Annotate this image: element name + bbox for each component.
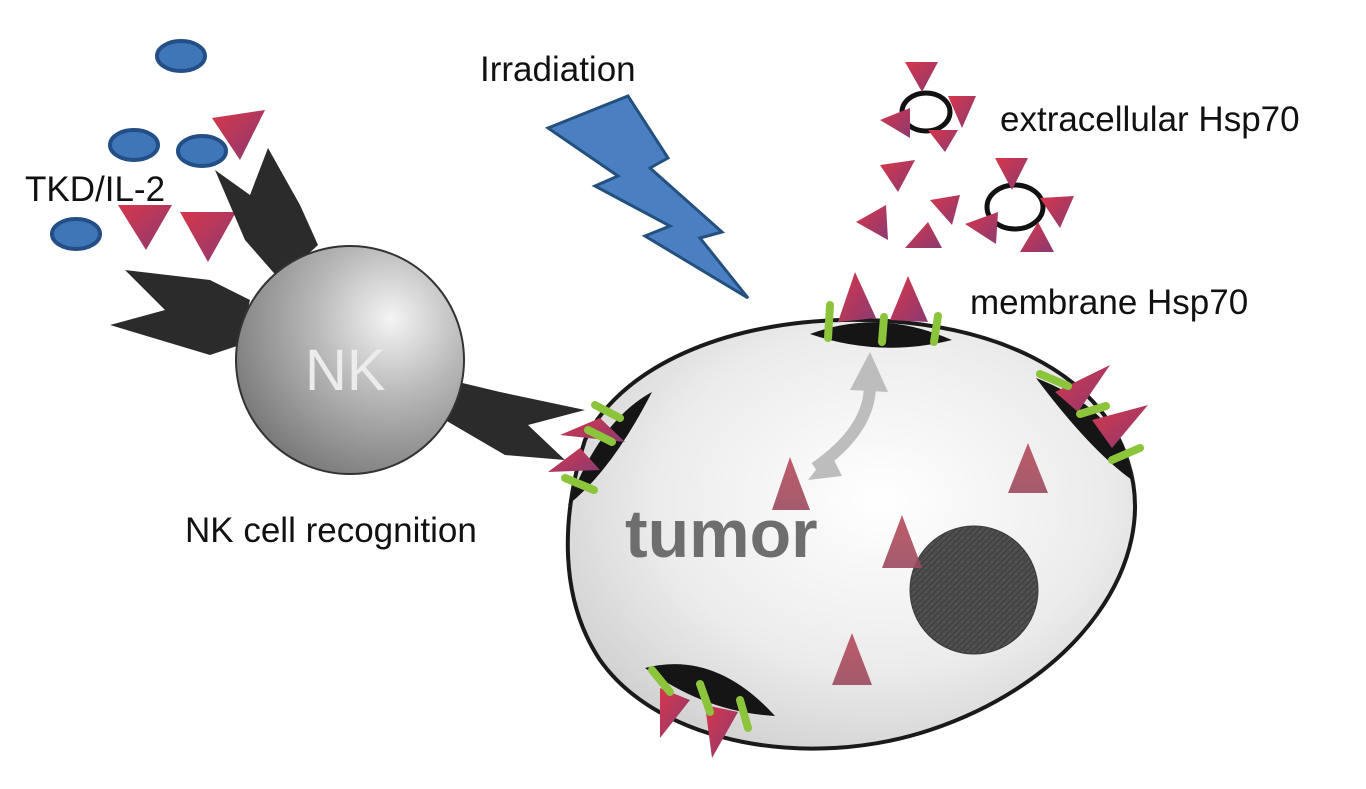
nk-receptor — [215, 148, 318, 280]
tkd-triangle — [212, 110, 265, 160]
green-marker — [591, 401, 624, 422]
extracellular-hsp70-triangle — [930, 195, 960, 225]
green-marker — [736, 696, 752, 732]
extracellular-hsp70-triangle — [948, 96, 976, 128]
membrane-hsp70-triangle — [705, 705, 738, 758]
extracellular-hsp70-triangle — [965, 212, 998, 244]
membrane-hsp70 — [548, 272, 1148, 758]
membrane-patch-right — [1036, 378, 1132, 480]
membrane-hsp70-triangle — [1092, 405, 1148, 448]
nk-cell-label: NK — [305, 338, 386, 403]
membrane-hsp70-label: membrane Hsp70 — [970, 283, 1249, 322]
extracellular-hsp70 — [856, 62, 1074, 252]
membrane-hsp70-triangle — [548, 448, 600, 472]
irradiation-label: Irradiation — [480, 50, 636, 89]
green-marker — [878, 313, 888, 346]
green-marker — [584, 426, 616, 446]
green-marker — [561, 474, 598, 494]
extracellular-hsp70-triangle — [880, 160, 915, 192]
tkd-triangle — [180, 212, 236, 262]
membrane-patch-left — [568, 392, 652, 505]
extracellular-hsp70-triangle — [856, 205, 888, 240]
extracellular-hsp70-triangle — [995, 158, 1028, 190]
tkd-triangles — [118, 110, 265, 262]
extracellular-hsp70-triangle — [880, 108, 910, 138]
tumor-nucleus — [909, 525, 1039, 655]
extracellular-hsp70-triangle — [1020, 222, 1054, 252]
tkd-il2-label: TKD/IL-2 — [25, 170, 166, 209]
intracellular-hsp70-triangle — [832, 633, 872, 685]
nk-cell-recognition-label: NK cell recognition — [185, 511, 477, 550]
extracellular-hsp70-triangle — [905, 62, 938, 92]
green-marker — [930, 312, 942, 346]
green-marker — [696, 680, 714, 716]
nk-receptors — [110, 148, 585, 460]
membrane-hsp70-triangle — [1055, 365, 1110, 412]
extracellular-hsp70-label: extracellular Hsp70 — [1000, 100, 1300, 139]
membrane-hsp70-triangle — [838, 272, 876, 322]
il2-oval — [176, 134, 228, 168]
intracellular-hsp70-triangle — [1008, 443, 1048, 493]
extracellular-hsp70-triangle — [1040, 196, 1074, 228]
extracellular-hsp70-triangle — [928, 130, 958, 152]
nk-receptor — [445, 380, 585, 460]
membrane-hsp70-triangle — [660, 688, 690, 738]
membrane-hsp70-triangle — [890, 276, 928, 322]
il2-oval — [50, 217, 102, 251]
green-markers — [561, 301, 1144, 732]
il2-oval — [108, 128, 160, 162]
hsp70-ring — [984, 182, 1046, 232]
tkd-il2-molecules — [50, 39, 228, 251]
translocation-arrow-icon — [808, 352, 888, 480]
green-marker — [1076, 402, 1110, 418]
il2-oval — [155, 39, 207, 73]
intracellular-hsp70 — [772, 443, 1048, 685]
tumor-label: tumor — [625, 496, 818, 572]
tkd-triangle — [118, 205, 172, 250]
green-marker — [648, 666, 674, 696]
extracellular-hsp70-triangle — [905, 222, 942, 248]
irradiation-lightning-icon — [544, 94, 750, 300]
green-marker — [824, 301, 834, 342]
intracellular-hsp70-triangle — [882, 515, 922, 568]
nk-receptor — [110, 270, 250, 355]
nk-cell — [235, 245, 465, 475]
green-marker — [1108, 444, 1144, 464]
green-marker — [1036, 370, 1072, 390]
intracellular-hsp70-triangle — [772, 457, 810, 510]
